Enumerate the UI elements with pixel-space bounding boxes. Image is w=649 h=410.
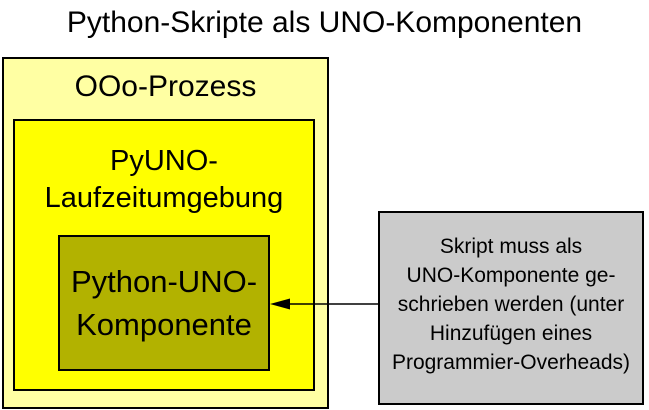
note-line: Hinzufügen eines <box>429 321 593 345</box>
note-line: schrieben werden (unter <box>397 292 625 316</box>
python-uno-component-label: Python-UNO- Komponente <box>60 260 268 346</box>
python-uno-component-label-line1: Python-UNO- <box>70 264 258 299</box>
note-line: Skript muss als <box>439 234 583 258</box>
note-line: Programmier-Overheads) <box>391 350 631 374</box>
arrow-connector-icon <box>270 298 380 310</box>
pyuno-runtime-label: PyUNO- Laufzeitumgebung <box>15 143 313 217</box>
note-line: UNO-Komponente ge- <box>406 263 616 287</box>
ooo-process-label: OOo-Prozess <box>74 70 257 103</box>
python-uno-component-box: Python-UNO- Komponente <box>58 235 270 371</box>
note-box: Skript muss als UNO-Komponente ge- schri… <box>378 211 644 405</box>
note-text: Skript muss als UNO-Komponente ge- schri… <box>380 232 642 377</box>
python-uno-component-label-line2: Komponente <box>76 307 252 342</box>
pyuno-runtime-label-line2: Laufzeitumgebung <box>44 182 284 214</box>
pyuno-runtime-label-line1: PyUNO- <box>110 145 218 177</box>
page-title: Python-Skripte als UNO-Komponenten <box>66 6 583 39</box>
